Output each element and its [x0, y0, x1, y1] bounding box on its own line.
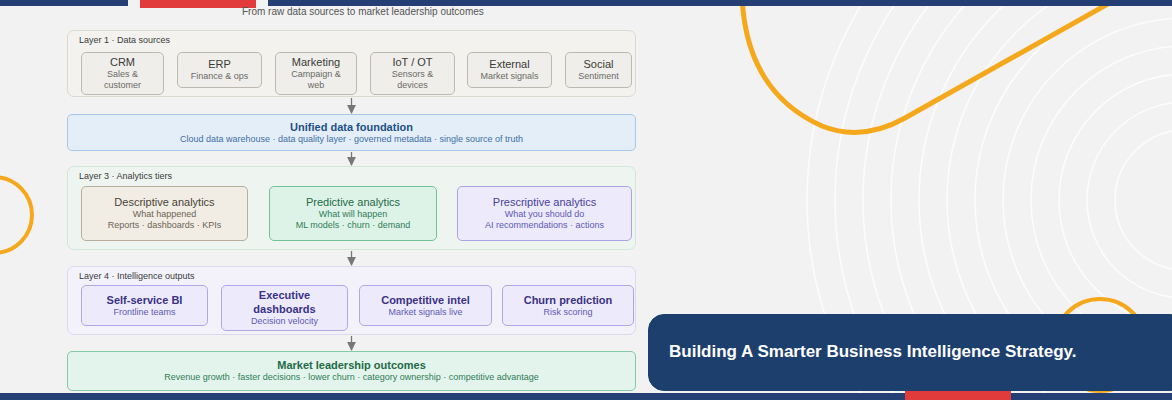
box-subtext: Reports · dashboards · KPIs	[108, 220, 222, 231]
box-heading: Prescriptive analytics	[493, 196, 596, 209]
box-heading: Social	[584, 58, 614, 71]
orange-arc	[742, 0, 1122, 132]
box-heading: Self-service BI	[107, 294, 183, 307]
box-subtext: Revenue growth · faster decisions · lowe…	[164, 372, 539, 383]
orange-arc	[0, 177, 32, 253]
box-subtext: Frontline teams	[113, 307, 175, 318]
box-subtext: Finance & ops	[191, 71, 249, 82]
flow-arrow	[351, 251, 352, 265]
foundation-box: Unified data foundationCloud data wareho…	[67, 114, 636, 151]
output-box: Executive dashboardsDecision velocity	[221, 285, 348, 331]
top-bar	[268, 0, 1172, 6]
ring-line	[1059, 74, 1172, 326]
output-box: Churn predictionRisk scoring	[502, 285, 634, 326]
subtitle: From raw data sources to market leadersh…	[242, 6, 484, 17]
layer-panel: Layer 1 · Data sourcesCRMSales & custome…	[67, 30, 636, 97]
box-heading: External	[489, 58, 529, 71]
box-heading: Predictive analytics	[306, 196, 400, 209]
box-heading: Churn prediction	[524, 294, 613, 307]
layer-label: Layer 3 · Analytics tiers	[79, 171, 172, 182]
source-box: ExternalMarket signals	[467, 52, 552, 88]
box-heading: Competitive intel	[381, 294, 470, 307]
box-heading: Unified data foundation	[290, 121, 413, 134]
box-subtext: ML models · churn · demand	[296, 220, 411, 231]
top-bar-accent	[140, 0, 256, 8]
box-subtext: Sales & customer	[88, 69, 157, 91]
top-bar	[0, 0, 128, 6]
box-heading: CRM	[110, 56, 135, 69]
box-heading: Descriptive analytics	[114, 196, 214, 209]
source-box: IoT / OTSensors & devices	[370, 52, 455, 95]
box-subtext: Decision velocity	[251, 316, 318, 327]
box-subtext: Campaign & web	[282, 69, 350, 91]
source-box: CRMSales & customer	[81, 52, 164, 95]
box-heading: Marketing	[292, 56, 340, 69]
source-box: ERPFinance & ops	[177, 52, 262, 88]
box-heading: IoT / OT	[392, 56, 432, 69]
layer-panel: Layer 4 · Intelligence outputsSelf-servi…	[67, 266, 636, 335]
box-subtext: Market signals live	[388, 307, 462, 318]
box-subtext: What will happen	[319, 209, 388, 220]
box-subtext: AI recommendations · actions	[485, 220, 604, 231]
outcome-box: Market leadership outcomesRevenue growth…	[67, 351, 636, 391]
tier-box: Descriptive analyticsWhat happenedReport…	[81, 186, 248, 241]
box-subtext: Sentiment	[578, 71, 619, 82]
tier-box: Prescriptive analyticsWhat you should do…	[457, 186, 632, 241]
box-subtext: Sensors & devices	[377, 69, 448, 91]
source-box: MarketingCampaign & web	[275, 52, 357, 95]
title-banner: Building A Smarter Business Intelligence…	[648, 314, 1172, 391]
layer-panel: Layer 3 · Analytics tiersDescriptive ana…	[67, 166, 636, 250]
ring-line	[1087, 102, 1172, 298]
flow-arrow	[351, 98, 352, 113]
box-heading: Market leadership outcomes	[277, 359, 426, 372]
tier-box: Predictive analyticsWhat will happenML m…	[269, 186, 437, 241]
ring-line	[1115, 130, 1172, 270]
ring-line	[1031, 46, 1172, 354]
box-heading: Executive dashboards	[228, 289, 341, 315]
box-subtext: Risk scoring	[543, 307, 592, 318]
box-subtext: Market signals	[480, 71, 538, 82]
source-box: SocialSentiment	[565, 52, 632, 88]
flow-arrow	[351, 152, 352, 165]
layer-label: Layer 1 · Data sources	[79, 35, 170, 46]
box-subtext: Cloud data warehouse · data quality laye…	[180, 134, 523, 145]
box-subtext: What you should do	[505, 209, 585, 220]
flow-arrow	[351, 336, 352, 350]
box-subtext: What happened	[133, 209, 197, 220]
layer-label: Layer 4 · Intelligence outputs	[79, 271, 195, 282]
bottom-bar-accent	[905, 390, 1011, 400]
box-heading: Building A Smarter Business Intelligence…	[669, 342, 1076, 362]
output-box: Competitive intelMarket signals live	[359, 285, 492, 326]
box-heading: ERP	[208, 58, 231, 71]
output-box: Self-service BIFrontline teams	[81, 285, 208, 326]
